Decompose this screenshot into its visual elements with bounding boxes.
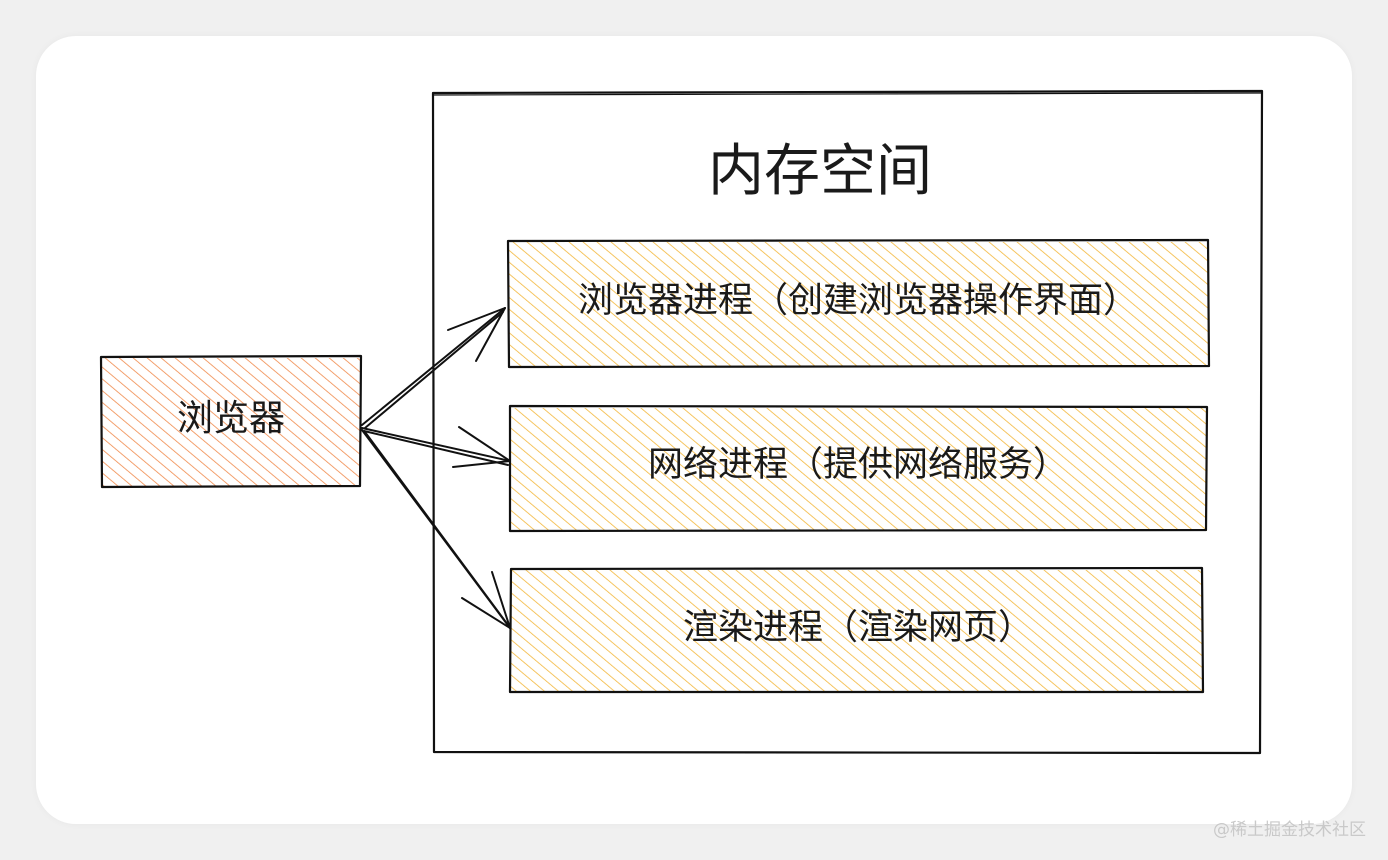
process-node-browser (506, 238, 1211, 369)
memory-space-container (431, 89, 1264, 755)
process-node-network (508, 404, 1209, 533)
browser-process-label: 浏览器进程（创建浏览器操作界面） (577, 281, 1138, 321)
memory-space-title: 内存空间 (708, 139, 932, 204)
process-node-renderer (508, 566, 1205, 694)
arrow-to-renderer-process (361, 429, 511, 629)
browser-node-label: 浏览器 (176, 398, 285, 439)
arrow-to-network-process (361, 426, 511, 468)
arrow-to-browser-process (361, 307, 506, 429)
browser-node (99, 354, 363, 489)
renderer-process-label: 渲染进程（渲染网页） (682, 608, 1033, 648)
network-process-label: 网络进程（提供网络服务） (647, 445, 1068, 485)
watermark-text: @稀土掘金技术社区 (1213, 820, 1366, 840)
